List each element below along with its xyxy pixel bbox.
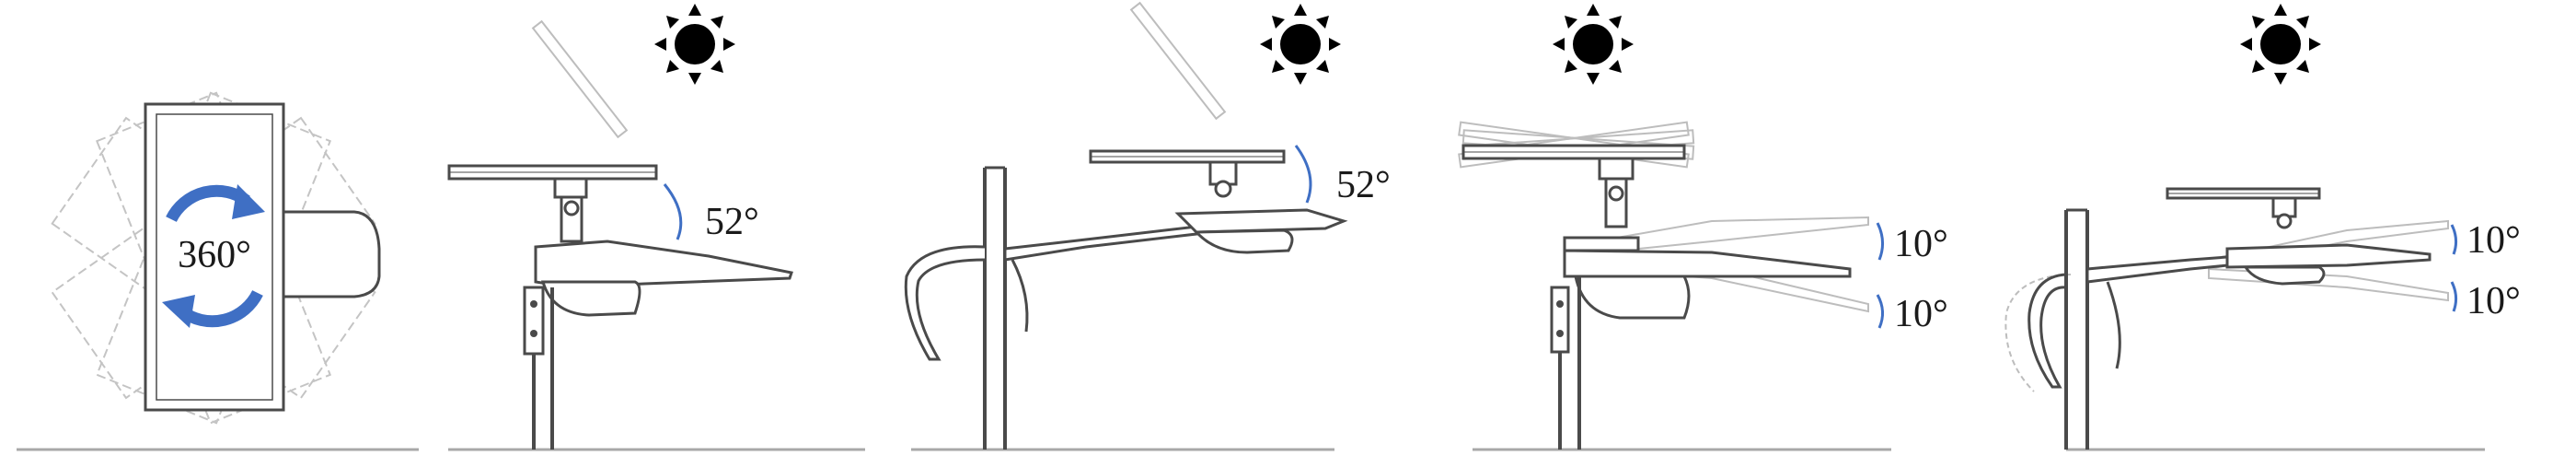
tilt-down-angle-label: 10° — [1894, 293, 1948, 335]
tilt-up-angle-label: 10° — [1894, 223, 1948, 265]
tilt-angle-label: 52° — [705, 201, 759, 243]
sun-icon — [1553, 4, 1634, 85]
tilt-angle-label: 52° — [1336, 164, 1391, 206]
tilt-down-angle-label: 10° — [2466, 280, 2521, 322]
sun-icon — [654, 4, 735, 85]
tilt-up-angle-label: 10° — [2466, 219, 2521, 262]
panel-tilt-10-side-arm: 10° 10° — [2004, 187, 2521, 450]
panel-rotation: 360° — [51, 91, 381, 425]
panel-tilt-10-pole-top: 10° 10° — [1458, 121, 1948, 450]
panel-tilt-52-side-arm: 52° — [904, 1, 1391, 450]
panel-tilt-52-pole-top: 52° — [447, 19, 793, 450]
sun-icon — [1260, 4, 1341, 85]
rotation-angle-label: 360° — [178, 234, 251, 276]
sun-icon — [2240, 4, 2321, 85]
